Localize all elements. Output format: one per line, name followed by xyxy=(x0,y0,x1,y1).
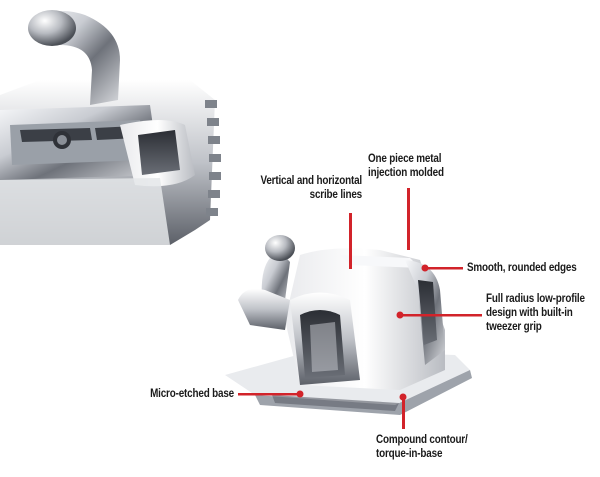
callout-full-radius: Full radius low-profile design with buil… xyxy=(486,292,585,334)
leader-dot-micro-etched xyxy=(296,390,304,398)
leader-dot-full-radius xyxy=(396,311,404,319)
leader-dot-compound-contour xyxy=(399,393,407,401)
callout-full-radius-line3: tweezer grip xyxy=(486,321,542,333)
callout-full-radius-line2: design with built-in xyxy=(486,307,573,319)
callout-one-piece-line2: injection molded xyxy=(368,167,444,179)
callout-smooth-edges-line1: Smooth, rounded edges xyxy=(467,262,577,274)
leader-dot-smooth-edges xyxy=(421,264,429,272)
callout-micro-etched-line1: Micro-etched base xyxy=(150,388,234,400)
callout-scribe-lines-line1: Vertical and horizontal xyxy=(260,175,362,187)
large-bracket-image xyxy=(0,10,221,245)
callout-full-radius-line1: Full radius low-profile xyxy=(486,293,585,305)
leader-one-piece xyxy=(407,188,410,250)
leader-smooth-edges xyxy=(425,267,463,270)
callout-leaders xyxy=(238,188,482,429)
leader-full-radius xyxy=(400,314,482,317)
callout-scribe-lines: Vertical and horizontal scribe lines xyxy=(242,174,362,202)
callout-one-piece-line1: One piece metal xyxy=(368,153,442,165)
small-bracket-image xyxy=(225,235,472,415)
leader-scribe-lines xyxy=(349,213,352,269)
callout-compound-contour-line1: Compound contour/ xyxy=(376,434,468,446)
callout-smooth-edges: Smooth, rounded edges xyxy=(467,261,577,275)
callout-scribe-lines-line2: scribe lines xyxy=(309,189,363,201)
callout-compound-contour: Compound contour/ torque-in-base xyxy=(376,433,471,461)
leader-micro-etched xyxy=(238,393,300,396)
callout-micro-etched: Micro-etched base xyxy=(145,387,234,401)
leader-compound-contour xyxy=(402,397,405,429)
callout-compound-contour-line2: torque-in-base xyxy=(376,448,443,460)
callout-one-piece: One piece metal injection molded xyxy=(368,152,463,180)
